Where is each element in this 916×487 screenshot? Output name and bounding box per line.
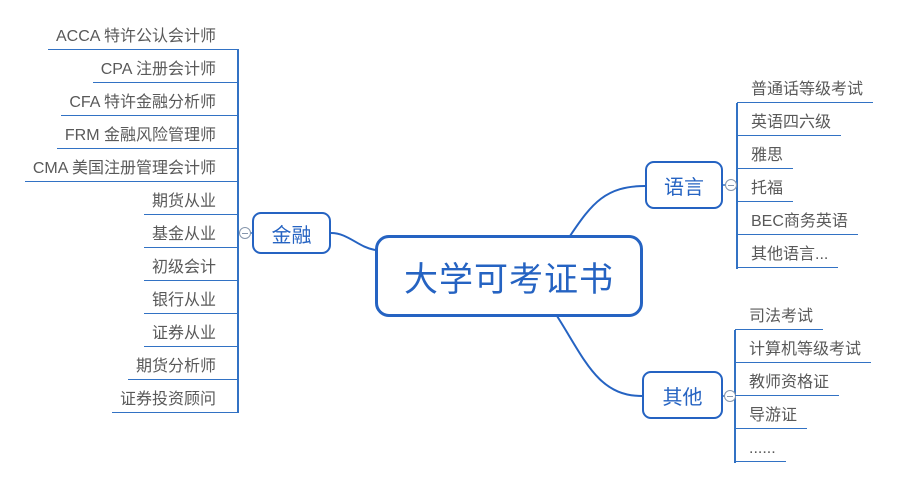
topic-item[interactable]: ACCA 特许公认会计师 — [47, 25, 239, 50]
branch-node-language[interactable]: 语言 — [645, 161, 723, 209]
minus-icon — [728, 184, 734, 186]
topic-item[interactable]: FRM 金融风险管理师 — [56, 124, 239, 149]
topic-item[interactable]: ...... — [735, 437, 786, 462]
topic-item[interactable]: 其他语言... — [737, 243, 839, 268]
curve-central-to-finance — [330, 232, 376, 251]
curve-central-to-language — [569, 185, 646, 237]
topic-item[interactable]: 期货分析师 — [127, 355, 239, 380]
topic-item[interactable]: 证券投资顾问 — [111, 388, 239, 413]
minus-icon — [727, 395, 733, 397]
topic-item[interactable]: 普通话等级考试 — [737, 78, 874, 103]
topic-item[interactable]: 托福 — [737, 177, 794, 202]
topic-item[interactable]: 雅思 — [737, 144, 794, 169]
topic-item[interactable]: 期货从业 — [143, 190, 239, 215]
topic-item[interactable]: CPA 注册会计师 — [92, 58, 239, 83]
topic-item[interactable]: 基金从业 — [143, 223, 239, 248]
curve-central-to-other — [556, 315, 643, 397]
collapse-icon-finance[interactable] — [239, 227, 251, 239]
topic-item[interactable]: BEC商务英语 — [737, 210, 858, 235]
topic-item[interactable]: 导游证 — [735, 404, 808, 429]
collapse-icon-other[interactable] — [724, 390, 736, 402]
topic-item[interactable]: 银行从业 — [143, 289, 239, 314]
collapse-icon-language[interactable] — [725, 179, 737, 191]
topic-item[interactable]: CFA 特许金融分析师 — [61, 91, 239, 116]
topic-item[interactable]: 证券从业 — [143, 322, 239, 347]
central-topic[interactable]: 大学可考证书 — [375, 235, 643, 317]
minus-icon — [242, 232, 248, 234]
branch-trunk-finance — [237, 50, 239, 413]
topic-item[interactable]: 司法考试 — [735, 305, 824, 330]
topic-item[interactable]: 英语四六级 — [737, 111, 842, 136]
topic-item[interactable]: CMA 美国注册管理会计师 — [24, 157, 239, 182]
branch-node-finance[interactable]: 金融 — [252, 212, 331, 254]
topic-item[interactable]: 计算机等级考试 — [735, 338, 872, 363]
topic-item[interactable]: 初级会计 — [143, 256, 239, 281]
branch-node-other[interactable]: 其他 — [642, 371, 723, 419]
topic-item[interactable]: 教师资格证 — [735, 371, 840, 396]
